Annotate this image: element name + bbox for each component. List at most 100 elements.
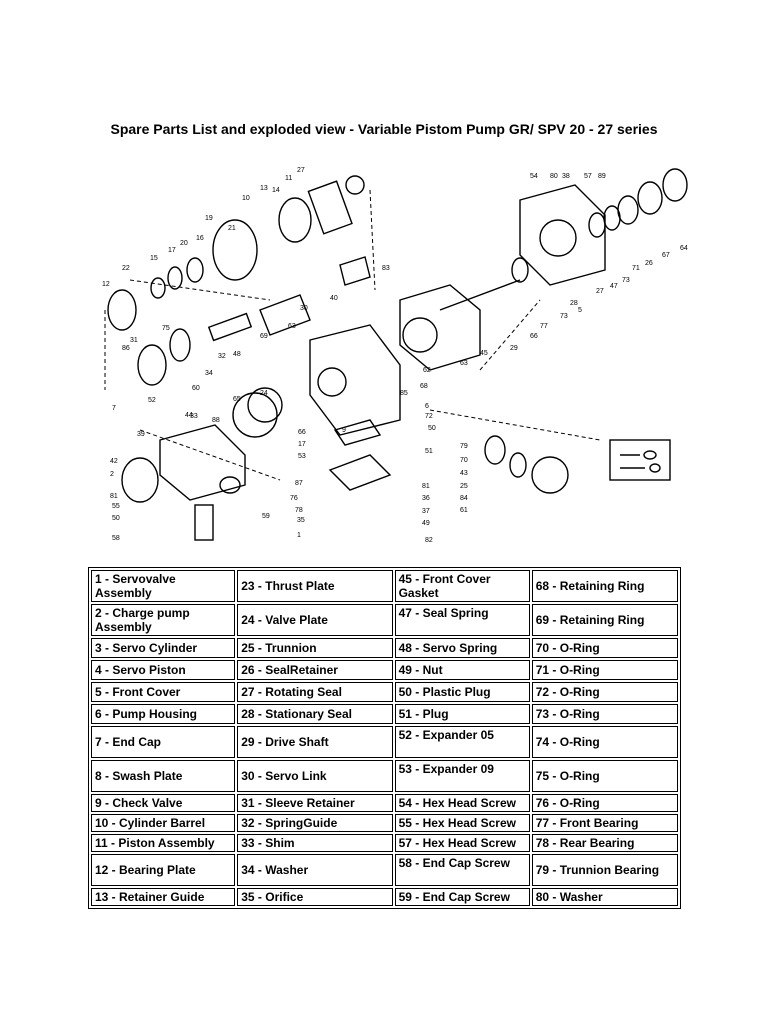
callout-label: 17 bbox=[298, 441, 306, 448]
callout-label: 34 bbox=[205, 370, 213, 377]
callout-label: 40 bbox=[330, 295, 338, 302]
callout-label: 14 bbox=[272, 187, 280, 194]
table-cell: 2 - Charge pump Assembly bbox=[91, 604, 236, 636]
callout-label: 13 bbox=[260, 185, 268, 192]
callout-label: 37 bbox=[422, 508, 430, 515]
callout-label: 81 bbox=[422, 483, 430, 490]
callout-label: 66 bbox=[530, 333, 538, 340]
table-cell: 80 - Washer bbox=[531, 888, 678, 906]
callout-label: 39 bbox=[137, 431, 145, 438]
table-cell: 6 - Pump Housing bbox=[91, 704, 236, 724]
callout-label: 24 bbox=[260, 390, 268, 397]
callout-label: 5 bbox=[578, 307, 582, 314]
callout-label: 63 bbox=[288, 323, 296, 330]
callout-label: 30 bbox=[300, 305, 308, 312]
callout-label: 58 bbox=[112, 535, 120, 542]
callout-label: 47 bbox=[610, 283, 618, 290]
callout-label: 51 bbox=[425, 448, 433, 455]
callout-label: 26 bbox=[645, 260, 653, 267]
drive-shaft-part bbox=[439, 279, 521, 311]
table-cell: 32 - SpringGuide bbox=[237, 814, 393, 832]
callout-label: 79 bbox=[460, 443, 468, 450]
end-cap-part bbox=[159, 424, 246, 501]
table-cell: 57 - Hex Head Screw bbox=[394, 834, 530, 852]
callout-label: 85 bbox=[400, 390, 408, 397]
front-cover-part bbox=[519, 184, 606, 286]
table-cell: 23 - Thrust Plate bbox=[237, 570, 393, 602]
table-cell: 9 - Check Valve bbox=[91, 794, 236, 812]
table-cell: 1 - Servovalve Assembly bbox=[91, 570, 236, 602]
callout-label: 17 bbox=[168, 247, 176, 254]
callout-label: 19 bbox=[205, 215, 213, 222]
callout-label: 50 bbox=[428, 425, 436, 432]
callout-label: 69 bbox=[260, 333, 268, 340]
table-cell: 4 - Servo Piston bbox=[91, 660, 236, 680]
charge-pump-part bbox=[121, 457, 159, 503]
callout-label: 50 bbox=[112, 515, 120, 522]
callout-label: 63 bbox=[460, 360, 468, 367]
page-title: Spare Parts List and exploded view - Var… bbox=[110, 121, 658, 137]
callout-label: 44 bbox=[185, 412, 193, 419]
callout-label: 86 bbox=[122, 345, 130, 352]
callout-label: 61 bbox=[460, 507, 468, 514]
table-cell: 79 - Trunnion Bearing bbox=[531, 854, 678, 886]
callout-label: 84 bbox=[460, 495, 468, 502]
table-cell: 47 - Seal Spring bbox=[394, 604, 530, 636]
callout-label: 21 bbox=[228, 225, 236, 232]
callout-label: 36 bbox=[422, 495, 430, 502]
callout-label: 1 bbox=[297, 532, 301, 539]
thrust-plate-part bbox=[345, 175, 365, 195]
callout-label: 11 bbox=[285, 175, 292, 182]
table-cell: 52 - Expander 05 bbox=[394, 726, 530, 758]
table-cell: 12 - Bearing Plate bbox=[91, 854, 236, 886]
pump-housing-part bbox=[309, 324, 401, 436]
table-cell: 54 - Hex Head Screw bbox=[394, 794, 530, 812]
callout-label: 60 bbox=[192, 385, 200, 392]
table-cell: 31 - Sleeve Retainer bbox=[237, 794, 393, 812]
callout-label: 68 bbox=[420, 383, 428, 390]
callout-label: 83 bbox=[382, 265, 390, 272]
callout-label: 55 bbox=[112, 503, 120, 510]
table-cell: 78 - Rear Bearing bbox=[531, 834, 678, 852]
exploded-view-diagram: 2711141310211916201715221275863140835260… bbox=[102, 167, 688, 544]
table-cell: 49 - Nut bbox=[394, 660, 530, 680]
callout-label: 88 bbox=[212, 417, 220, 424]
callout-label: 29 bbox=[510, 345, 518, 352]
callout-label: 75 bbox=[162, 325, 170, 332]
table-cell: 77 - Front Bearing bbox=[531, 814, 678, 832]
callout-label: 31 bbox=[130, 337, 138, 344]
callout-label: 12 bbox=[102, 281, 110, 288]
callout-label: 57 bbox=[584, 173, 592, 180]
table-cell: 29 - Drive Shaft bbox=[237, 726, 393, 758]
table-cell: 28 - Stationary Seal bbox=[237, 704, 393, 724]
callout-label: 38 bbox=[562, 173, 570, 180]
callout-label: 65 bbox=[233, 396, 241, 403]
callout-label: 45 bbox=[480, 350, 488, 357]
table-cell: 69 - Retaining Ring bbox=[531, 604, 678, 636]
table-cell: 72 - O-Ring bbox=[531, 682, 678, 702]
callout-label: 53 bbox=[298, 453, 306, 460]
table-cell: 75 - O-Ring bbox=[531, 760, 678, 792]
callout-label: 48 bbox=[233, 351, 241, 358]
callout-label: 16 bbox=[196, 235, 204, 242]
table-cell: 7 - End Cap bbox=[91, 726, 236, 758]
callout-label: 82 bbox=[425, 537, 433, 544]
callout-label: 43 bbox=[460, 470, 468, 477]
table-cell: 27 - Rotating Seal bbox=[237, 682, 393, 702]
valve-plate-part bbox=[247, 387, 283, 423]
callout-label: 49 bbox=[422, 520, 430, 527]
callout-label: 35 bbox=[297, 517, 305, 524]
table-cell: 33 - Shim bbox=[237, 834, 393, 852]
callout-label: 72 bbox=[425, 413, 433, 420]
table-cell: 3 - Servo Cylinder bbox=[91, 638, 236, 658]
table-cell: 11 - Piston Assembly bbox=[91, 834, 236, 852]
